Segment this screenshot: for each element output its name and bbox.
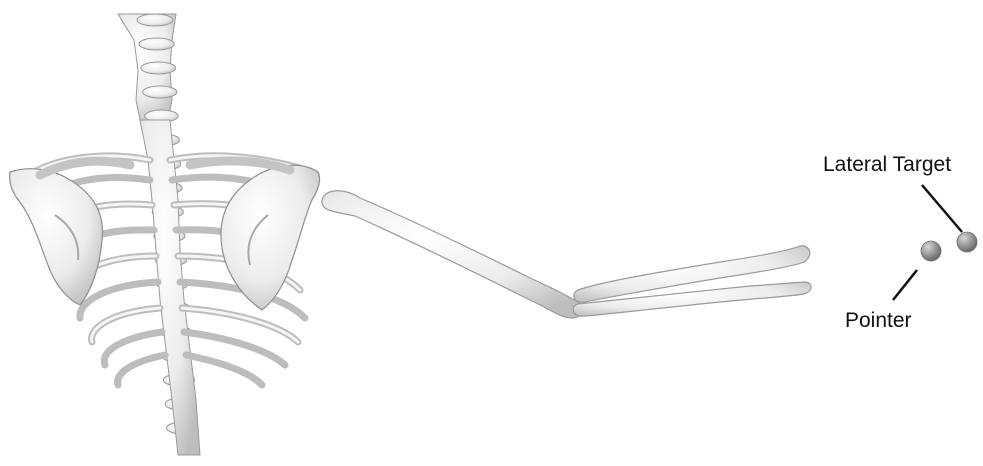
- vertebra: [141, 62, 176, 74]
- pointer-sphere: [921, 241, 941, 261]
- vertebra: [139, 38, 174, 50]
- lateral-target-label: Lateral Target: [823, 154, 951, 175]
- lateral-target-sphere: [957, 232, 977, 252]
- vertebra: [137, 14, 173, 26]
- pointer-label: Pointer: [845, 310, 912, 331]
- vertebra: [143, 86, 177, 98]
